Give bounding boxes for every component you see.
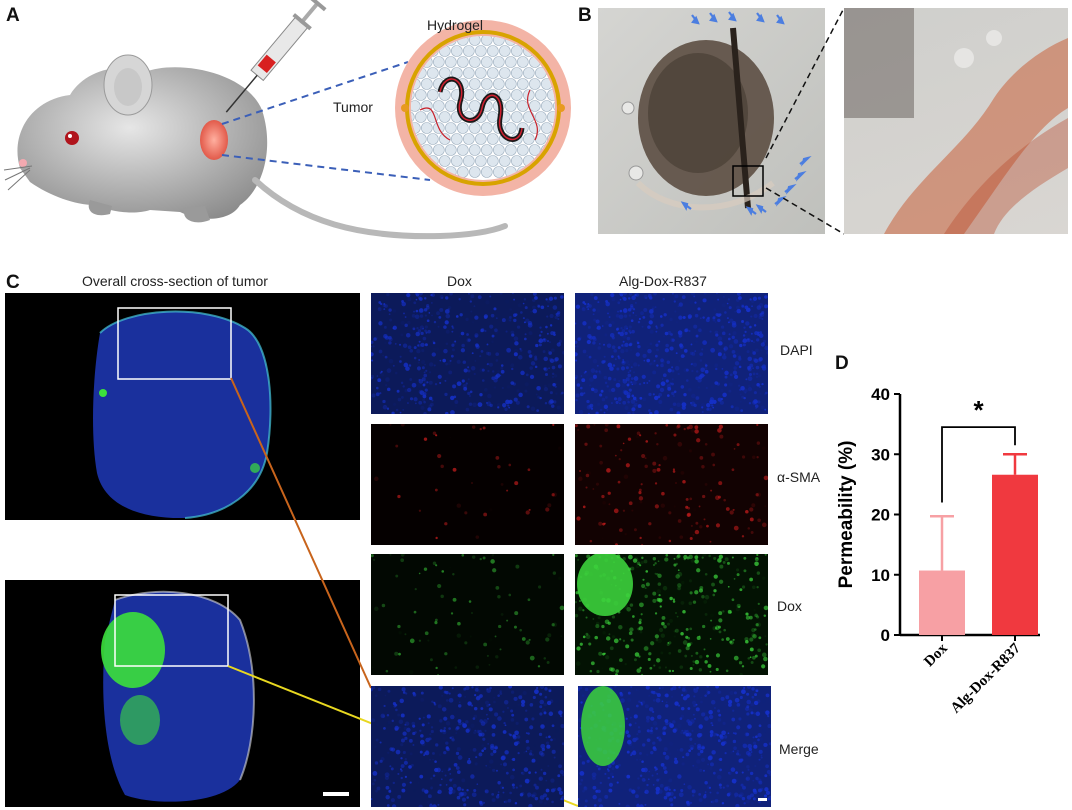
zoom-lines xyxy=(765,7,845,235)
overall-title: Overall cross-section of tumor xyxy=(82,273,268,289)
significance-bracket xyxy=(941,426,1016,503)
bar xyxy=(919,570,965,635)
tile-alg-sma xyxy=(575,424,768,545)
x-tick-label: Dox xyxy=(921,640,951,670)
panel-a-label: A xyxy=(6,5,20,26)
panel-d-label: D xyxy=(835,353,849,374)
panel-a-schematic xyxy=(3,0,571,240)
panel-c-label: C xyxy=(6,272,20,293)
panel-b-label: B xyxy=(578,5,592,26)
row-sma-label: α-SMA xyxy=(777,469,821,485)
significance-star: * xyxy=(973,395,984,425)
tumor-photo-zoom xyxy=(844,8,1068,234)
tile-dox-dox xyxy=(371,554,564,675)
tumor-photo xyxy=(598,8,825,234)
y-tick-label: 30 xyxy=(871,445,890,464)
col-alg-label: Alg-Dox-R837 xyxy=(619,273,707,289)
row-dox-label: Dox xyxy=(777,598,802,614)
bar xyxy=(992,474,1038,635)
tumor-label: Tumor xyxy=(333,99,373,115)
syringe-icon xyxy=(225,0,327,113)
tile-dox-dapi xyxy=(371,293,564,414)
col-dox-label: Dox xyxy=(447,273,472,289)
y-tick-label: 40 xyxy=(871,385,890,404)
overall-section-dox xyxy=(5,293,360,520)
mouse-illustration xyxy=(3,54,508,240)
y-tick-label: 10 xyxy=(871,566,890,585)
row-merge-label: Merge xyxy=(779,741,819,757)
hydrogel-label: Hydrogel xyxy=(427,17,484,33)
tile-alg-merge xyxy=(578,686,771,807)
overall-section-alg xyxy=(5,580,360,807)
x-tick-label: Alg-Dox-R837 xyxy=(948,640,1024,716)
tile-alg-dapi xyxy=(575,293,768,414)
y-tick-label: 20 xyxy=(871,506,890,525)
tile-dox-sma xyxy=(371,424,564,545)
y-tick-label: 0 xyxy=(881,626,890,645)
tile-alg-dox xyxy=(575,554,768,675)
y-axis-label: Permeability (%) xyxy=(836,441,857,589)
row-dapi-label: DAPI xyxy=(780,342,813,358)
tile-dox-merge xyxy=(371,686,564,807)
hydrogel-zoom-circle xyxy=(395,20,571,196)
